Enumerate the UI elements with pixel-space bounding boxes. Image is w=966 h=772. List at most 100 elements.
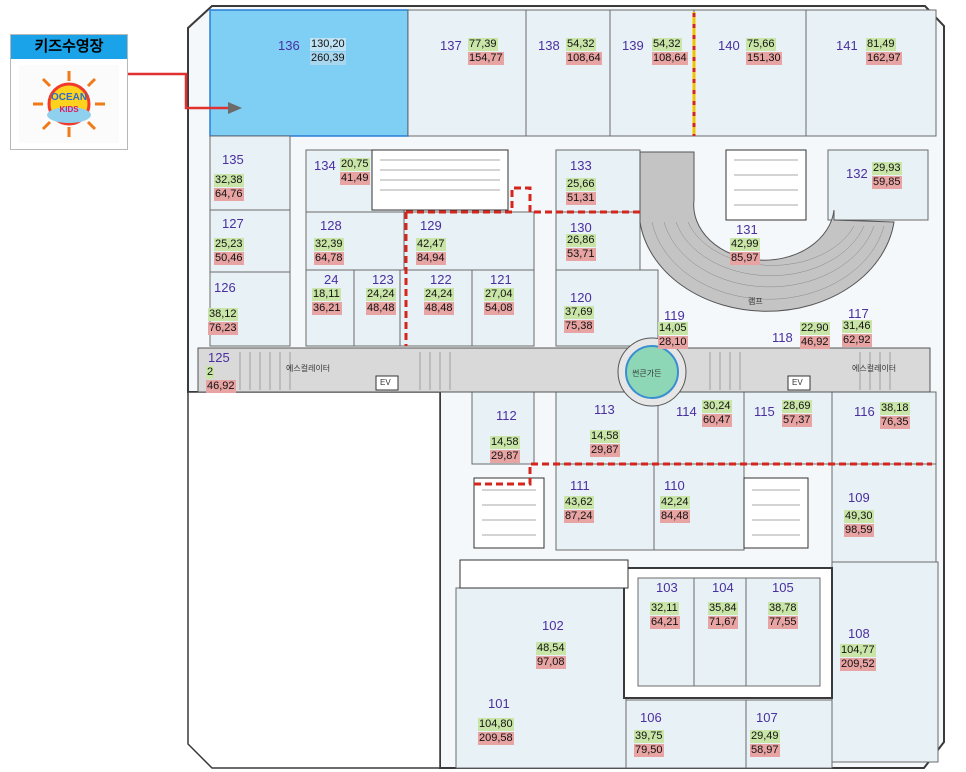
unit-supply-area: 76,35 — [880, 416, 910, 429]
unit-supply-area: 41,49 — [340, 172, 370, 185]
unit-number: 139 — [622, 38, 644, 53]
unit-number: 107 — [756, 710, 778, 725]
unit-136-highlight — [209, 9, 409, 137]
unit-number: 135 — [222, 152, 244, 167]
legend-arrow — [126, 72, 228, 110]
unit-number: 137 — [440, 38, 462, 53]
unit-number: 130 — [570, 220, 592, 235]
unit-supply-area: 75,38 — [564, 320, 594, 333]
unit-supply-area: 48,48 — [424, 302, 454, 315]
unit-number: 117 — [848, 306, 869, 321]
legend-title: 키즈수영장 — [11, 35, 127, 59]
boundary-middle — [474, 462, 932, 486]
unit-number: 126 — [214, 280, 236, 295]
unit-number: 116 — [854, 404, 875, 419]
unit-exclusive-area: 24,24 — [424, 288, 454, 301]
unit-exclusive-area: 14,58 — [490, 436, 520, 449]
escalator-left-label: 에스컬레이터 — [286, 364, 331, 373]
unit-number: 128 — [320, 218, 342, 233]
unit-number: 120 — [570, 290, 592, 305]
unit-number: 109 — [848, 490, 870, 505]
unit-supply-area: 29,87 — [490, 450, 520, 463]
unit-exclusive-area: 75,66 — [746, 38, 776, 51]
unit-exclusive-area: 104,77 — [840, 644, 876, 657]
unit-number: 138 — [538, 38, 560, 53]
unit-exclusive-area: 14,05 — [658, 322, 688, 335]
unit-supply-area: 260,39 — [310, 52, 346, 65]
unit-number: 101 — [488, 696, 510, 711]
unit-exclusive-area: 26,86 — [566, 234, 596, 247]
unit-exclusive-area: 54,32 — [652, 38, 682, 51]
unit-exclusive-area: 2 — [206, 366, 215, 379]
unit-exclusive-area: 38,78 — [768, 602, 798, 615]
unit-number: 111 — [570, 478, 590, 493]
unit-exclusive-area: 38,12 — [208, 308, 238, 321]
unit-supply-area: 108,64 — [566, 52, 602, 65]
unit-exclusive-area: 29,93 — [872, 162, 902, 175]
unit-number: 127 — [222, 216, 244, 231]
unit-supply-area: 58,97 — [750, 744, 780, 757]
unit-number: 123 — [372, 272, 394, 287]
unit-supply-area: 46,92 — [206, 380, 236, 393]
unit-exclusive-area: 77,39 — [468, 38, 498, 51]
unit-exclusive-area: 32,38 — [214, 174, 244, 187]
unit-exclusive-area: 22,90 — [800, 322, 830, 335]
unit-number: 114 — [676, 404, 697, 419]
ev-left-box — [375, 375, 399, 391]
unit-supply-area: 64,76 — [214, 188, 244, 201]
unit-exclusive-area: 39,75 — [634, 730, 664, 743]
ramp — [639, 151, 895, 312]
unit-number: 113 — [594, 402, 615, 417]
unit-supply-area: 29,87 — [590, 444, 620, 457]
unit-exclusive-area: 42,47 — [416, 238, 446, 251]
unit-supply-area: 71,67 — [708, 616, 738, 629]
unit-exclusive-area: 130,20 — [310, 38, 346, 51]
unit-supply-area: 87,24 — [564, 510, 594, 523]
unit-exclusive-area: 48,54 — [536, 642, 566, 655]
unit-number: 136 — [278, 38, 300, 53]
unit-supply-area: 57,37 — [782, 414, 812, 427]
unit-supply-area: 64,78 — [314, 252, 344, 265]
boundary-129 — [404, 186, 640, 346]
unit-exclusive-area: 25,66 — [566, 178, 596, 191]
unit-supply-area: 154,77 — [468, 52, 504, 65]
ramp-label: 램프 — [748, 297, 763, 306]
unit-supply-area: 53,71 — [566, 248, 596, 261]
unit-number: 131 — [736, 222, 758, 237]
unit-supply-area: 28,10 — [658, 336, 688, 349]
unit-number: 102 — [542, 618, 564, 633]
unit-supply-area: 209,52 — [840, 658, 876, 671]
unit-supply-area: 151,30 — [746, 52, 782, 65]
unit-exclusive-area: 25,23 — [214, 238, 244, 251]
unit-number: 132 — [846, 166, 868, 181]
unit-exclusive-area: 27,04 — [484, 288, 514, 301]
unit-number: 118 — [772, 330, 793, 345]
unit-exclusive-area: 54,32 — [566, 38, 596, 51]
unit-number: 125 — [208, 350, 230, 365]
ev-left-label: EV — [380, 378, 391, 387]
unit-number: 119 — [664, 308, 685, 323]
unit-exclusive-area: 37,69 — [564, 306, 594, 319]
unit-supply-area: 54,08 — [484, 302, 514, 315]
unit-supply-area: 209,58 — [478, 732, 514, 745]
unit-exclusive-area: 24,24 — [366, 288, 396, 301]
unit-supply-area: 60,47 — [702, 414, 732, 427]
unit-number: 134 — [314, 158, 336, 173]
unit-number: 105 — [772, 580, 794, 595]
unit-supply-area: 46,92 — [800, 336, 830, 349]
escalator-right-label: 에스컬레이터 — [852, 364, 897, 373]
unit-number: 112 — [496, 408, 517, 423]
garden-label: 썬큰가든 — [632, 369, 662, 378]
unit-number: 122 — [430, 272, 452, 287]
unit-exclusive-area: 81,49 — [866, 38, 896, 51]
unit-number: 141 — [836, 38, 858, 53]
unit-supply-area: 59,85 — [872, 176, 902, 189]
unit-supply-area: 84,48 — [660, 510, 690, 523]
unit-supply-area: 76,23 — [208, 322, 238, 335]
unit-supply-area: 36,21 — [312, 302, 342, 315]
unit-supply-area: 98,59 — [844, 524, 874, 537]
ev-right-box — [787, 375, 811, 391]
unit-exclusive-area: 28,69 — [782, 400, 812, 413]
unit-exclusive-area: 49,30 — [844, 510, 874, 523]
